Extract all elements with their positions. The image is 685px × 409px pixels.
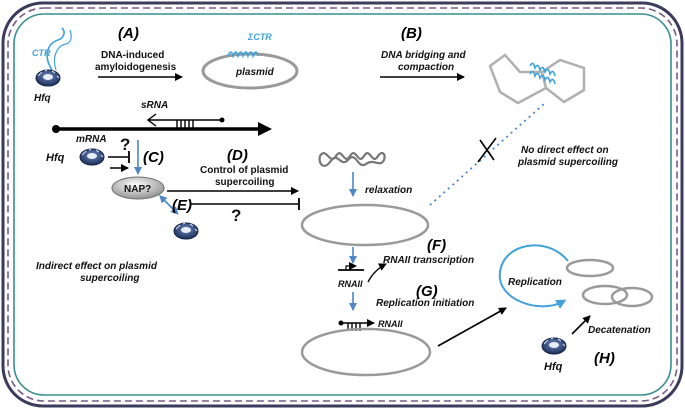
nap-hfq-interaction-arrow bbox=[159, 195, 179, 215]
plasmid-label: plasmid bbox=[235, 67, 275, 78]
compacted-plasmid-icon bbox=[488, 53, 586, 105]
inner-border bbox=[13, 13, 672, 396]
sigma-ctr-label: ΣCTR bbox=[247, 32, 272, 42]
daughter-plasmid bbox=[565, 258, 615, 278]
arrow-to-replication bbox=[437, 307, 507, 347]
panel-e-label: (E) bbox=[172, 197, 192, 214]
rnaii-label-1: RNAII bbox=[338, 279, 363, 289]
rnaii-transcription-label: RNAII transcription bbox=[383, 255, 474, 266]
panel-f-label: (F) bbox=[427, 237, 446, 254]
relaxation-label: relaxation bbox=[365, 185, 412, 196]
bridging-line2: compaction bbox=[398, 62, 454, 73]
control-line1: Control of plasmid bbox=[200, 165, 288, 176]
replication-cycle-arrow bbox=[498, 244, 569, 309]
hfq-nap-icon bbox=[173, 222, 199, 240]
bridging-line1: DNA bridging and bbox=[381, 50, 467, 61]
plasmid-top bbox=[201, 52, 299, 90]
hfq-bottom-label: Hfq bbox=[544, 361, 563, 373]
replication-label: Replication bbox=[508, 277, 562, 288]
nap-label: NAP? bbox=[124, 184, 151, 195]
outer-dashed-border bbox=[7, 7, 678, 402]
nap-ellipse-icon bbox=[111, 176, 165, 200]
rnaii-label-2: RNAII bbox=[378, 319, 403, 329]
catenated-plasmid-1 bbox=[581, 284, 629, 306]
hfq-mid-icon bbox=[79, 148, 105, 166]
hfq-mid-label: Hfq bbox=[46, 152, 65, 164]
srna-arrowhead-icon bbox=[146, 113, 157, 127]
x-mark-stroke bbox=[477, 137, 497, 163]
promoter-icon bbox=[345, 262, 357, 270]
panel-h-label: (H) bbox=[594, 350, 615, 367]
decatenation-label: Decatenation bbox=[588, 325, 651, 336]
catenated-plasmid-2 bbox=[610, 286, 654, 308]
srna-pairing-icon bbox=[176, 120, 194, 128]
amyloid-line1: DNA-induced bbox=[101, 50, 164, 61]
replication-initiation-label: Replication initiation bbox=[376, 298, 474, 309]
question-mark-2: ? bbox=[231, 206, 241, 225]
rnaii-pairing-icon bbox=[347, 323, 361, 331]
initiation-plasmid bbox=[300, 327, 432, 377]
transcription-arrow bbox=[367, 263, 387, 283]
mrna-label: mRNA bbox=[76, 134, 107, 145]
amyloid-line2: amyloidogenesis bbox=[95, 62, 177, 73]
no-direct-line2: plasmid supercoiling bbox=[517, 157, 618, 168]
panel-d-label: (D) bbox=[227, 147, 248, 164]
hfq-bottom-icon bbox=[541, 337, 567, 355]
panel-b-label: (B) bbox=[401, 25, 422, 42]
decatenation-arrow bbox=[571, 315, 591, 335]
hfq-top-label: Hfq bbox=[34, 93, 51, 104]
mrna-arrowhead-icon bbox=[258, 122, 272, 136]
indirect-line2: supercoiling bbox=[80, 273, 139, 284]
panel-a-label: (A) bbox=[118, 25, 139, 42]
ctr-fibril-icon bbox=[227, 51, 259, 59]
no-direct-effect-dotted-line bbox=[429, 102, 546, 206]
hfq-ctr-icon bbox=[35, 27, 72, 87]
srna-label: sRNA bbox=[141, 100, 168, 111]
mrna-end-dot bbox=[52, 125, 60, 133]
no-direct-line1: No direct effect on bbox=[521, 145, 609, 156]
ctr-label: CTR bbox=[32, 48, 51, 58]
panel-c-label: (C) bbox=[143, 149, 164, 166]
control-line2: supercoiling bbox=[215, 177, 274, 188]
question-mark-1: ? bbox=[120, 135, 130, 154]
srna-end-dot bbox=[219, 117, 225, 123]
indirect-line1: Indirect effect on plasmid bbox=[36, 261, 158, 272]
supercoiled-plasmid-icon bbox=[318, 151, 386, 167]
rnaii-strand-dot bbox=[338, 320, 344, 326]
panel-g-label: (G) bbox=[416, 283, 438, 300]
relaxed-plasmid bbox=[300, 203, 430, 247]
